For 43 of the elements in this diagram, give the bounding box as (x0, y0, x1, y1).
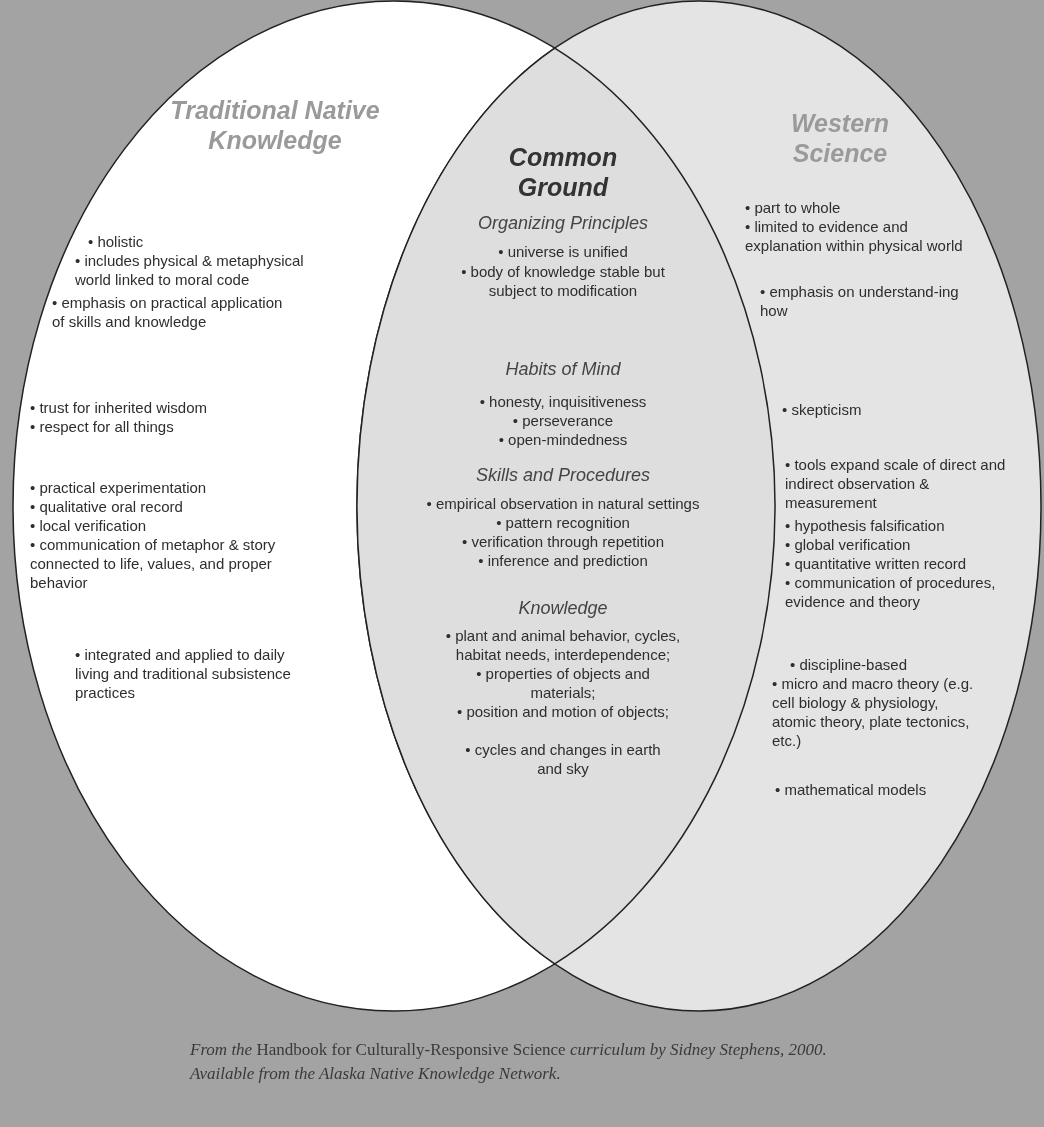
bullet-item: • verification through repetition (461, 532, 665, 551)
bullet-item: • position and motion of objects; (455, 702, 670, 721)
bullet-item: • emphasis on understand-ing how (760, 282, 960, 320)
circle-title: Western Science (789, 108, 891, 168)
bullet-item: • properties of objects and materials; (475, 664, 651, 702)
bullet-item: • hypothesis falsification (785, 516, 946, 535)
bullet-item: • communication of metaphor & story connected to life, values, and proper behavior (30, 535, 277, 592)
circle-title: Traditional Native Knowledge (169, 95, 381, 155)
bullet-item: • discipline-based (790, 655, 908, 674)
bullet-item: • quantitative written record (785, 554, 968, 573)
overlap-title: Common Ground (507, 142, 619, 202)
bullet-item: • tools expand scale of direct and indirect observation & measurement (785, 455, 1007, 512)
bullet-item: • local verification (30, 516, 148, 535)
bullet-item: • practical experimentation (30, 478, 208, 497)
section-heading: Organizing Principles (476, 212, 650, 234)
bullet-item: • universe is unified (497, 242, 629, 261)
bullet-item: • communication of procedures, evidence and theory (785, 573, 997, 611)
bullet-item: • integrated and applied to daily living and traditional subsistence practices (75, 645, 292, 702)
bullet-item: • micro and macro theory (e.g. cell biology & physiology, atomic theory, plate tectonics, etc.) (772, 674, 975, 750)
bullet-item: • limited to evidence and explanation within physical world (745, 217, 964, 255)
bullet-item: • body of knowledge stable but subject to modification (460, 262, 666, 300)
bullet-item: • global verification (785, 535, 912, 554)
bullet-item: • perseverance (511, 411, 615, 430)
bullet-item: • plant and animal behavior, cycles, habitat needs, interdependence; (444, 626, 682, 664)
bullet-item: • skepticism (782, 400, 863, 419)
bullet-item: • trust for inherited wisdom (30, 398, 208, 417)
bullet-item: • pattern recognition (495, 513, 631, 532)
section-heading: Habits of Mind (504, 358, 622, 380)
bullet-item: • qualitative oral record (30, 497, 184, 516)
bullet-item: • inference and prediction (477, 551, 649, 570)
bullet-item: • includes physical & metaphysical world linked to moral code (75, 251, 305, 289)
bullet-item: • open-mindedness (497, 430, 629, 449)
bullet-item: • cycles and changes in earth and sky (464, 740, 662, 778)
bullet-item: • empirical observation in natural settings (425, 494, 701, 513)
section-heading: Skills and Procedures (474, 464, 652, 486)
bullet-item: • respect for all things (30, 417, 175, 436)
bullet-item: • honesty, inquisitiveness (478, 392, 648, 411)
bullet-item: • mathematical models (775, 780, 928, 799)
caption: From the Handbook for Culturally-Responsive Science curriculum by Sidney Stephens, 2000. Available from the Alaska Native Knowledge Network. (190, 1039, 828, 1085)
bullet-item: • part to whole (745, 198, 842, 217)
section-heading: Knowledge (517, 597, 609, 619)
bullet-item: • holistic (88, 232, 145, 251)
bullet-item: • emphasis on practical application of skills and knowledge (52, 293, 284, 331)
